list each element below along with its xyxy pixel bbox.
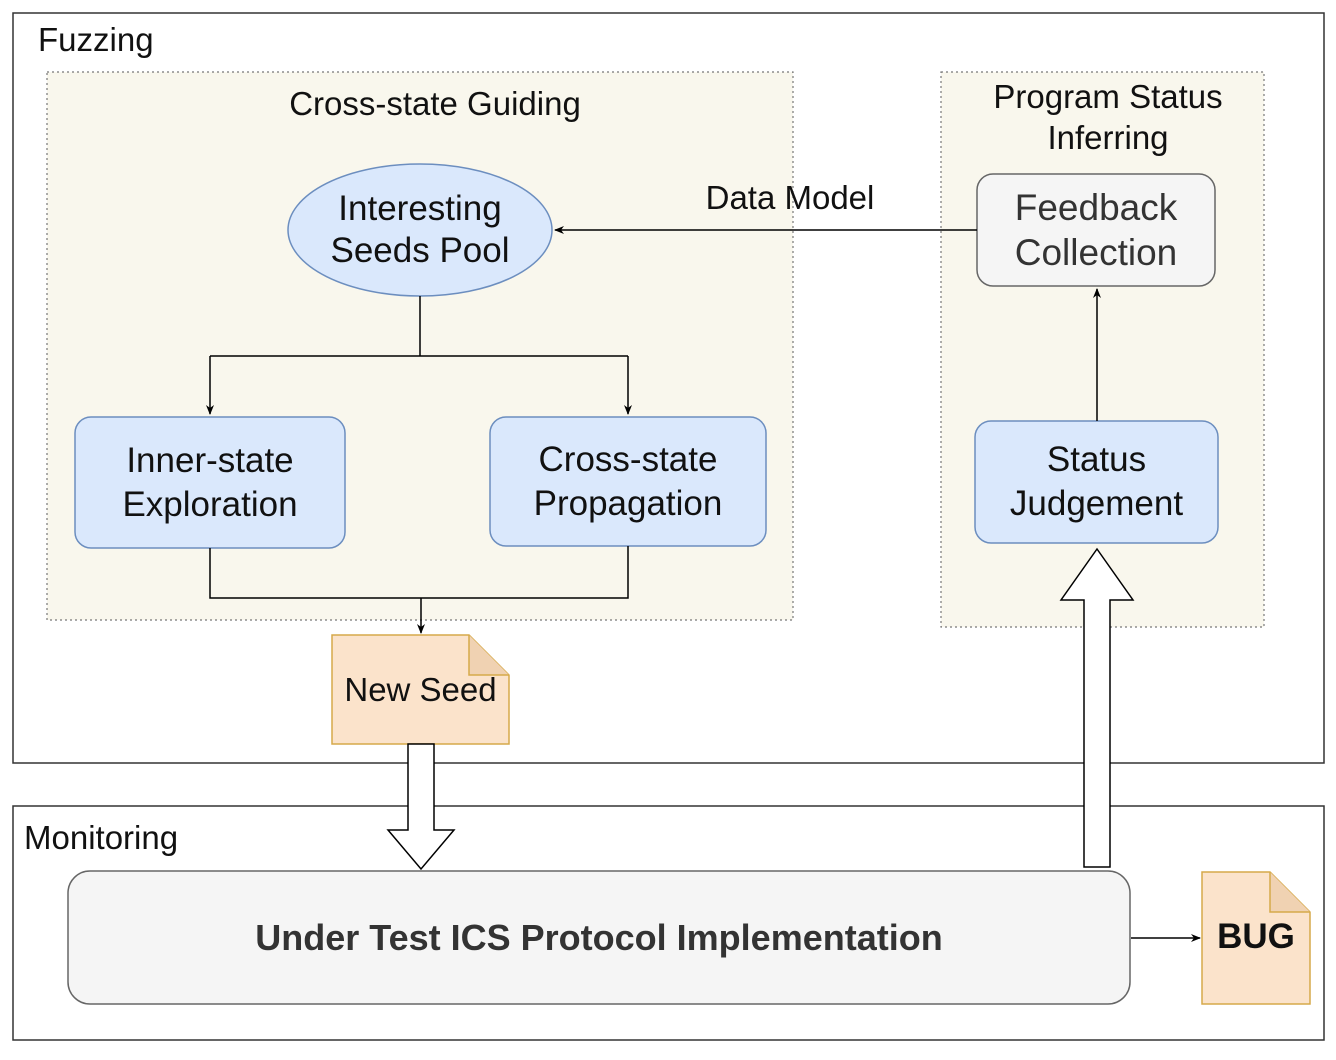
feedback-collection-label: Feedback Collection [1014,186,1178,273]
bug-label: BUG [1217,917,1295,956]
bug-document-icon [1201,871,1311,1005]
cross-state-guiding-title: Cross-state Guiding [289,85,581,122]
branches-to-new-seed-edge [209,546,629,634]
monitoring-title: Monitoring [24,819,179,856]
new-seed-document-icon [331,634,510,745]
program-status-inferring-title: Program Status Inferring [993,78,1223,157]
block-arrow-up-icon [1059,547,1135,868]
under-test-implementation-label: Under Test ICS Protocol Implementation [255,916,943,958]
new-seed-label: New Seed [344,671,497,708]
status-judgement-label: Status Judgement [1009,440,1184,523]
block-arrow-down-icon [386,743,456,871]
cross-state-propagation-label: Cross-state Propagation [533,439,723,523]
fuzzing-title: Fuzzing [38,21,154,58]
under-test-implementation-node [67,870,1131,1005]
inner-state-exploration-label: Inner-state Exploration [122,440,298,524]
pool-to-branches-edge [206,296,632,415]
data-model-label: Data Model [705,179,875,216]
interesting-seeds-pool-label: Interesting Seeds Pool [330,189,510,270]
